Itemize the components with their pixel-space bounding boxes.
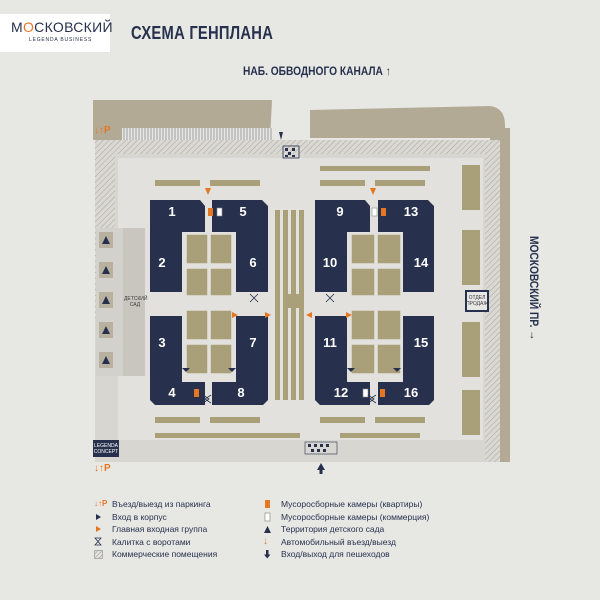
legenda-office: [93, 440, 119, 457]
pedestrian-icon: [263, 549, 277, 559]
sales-office-inner: [467, 292, 487, 310]
legend-item: Территория детского сада: [263, 523, 429, 536]
main-entrances: [205, 188, 376, 318]
building-number: 16: [403, 385, 419, 400]
page-title: СХЕМА ГЕНПЛАНА: [131, 23, 274, 43]
waste-chambers: [194, 207, 386, 398]
legend-item: Коммерческие помещения: [94, 548, 217, 561]
building-number: 6: [249, 255, 257, 270]
logo: МОСКОВСКИЙ LEGENDA BUSINESS: [0, 14, 113, 52]
building-number: 2: [158, 255, 166, 270]
commercial-icon: [94, 549, 108, 559]
building-number: 4: [168, 385, 176, 400]
main-entrance-icon: [94, 524, 108, 534]
green-strips: [155, 165, 480, 438]
perimeter-top: [95, 140, 500, 154]
building-number: 1: [168, 204, 176, 219]
street-label-top: НАБ. ОБВОДНОГО КАНАЛА ↑: [243, 64, 391, 78]
legend-item: ↓ Автомобильный въезд/выезд: [263, 535, 396, 547]
top-gate: [282, 145, 300, 159]
building-number: 13: [403, 204, 419, 219]
legend-left: ↓↑P Въезд/выезд из паркинга Вход в корпу…: [94, 498, 217, 561]
kindergarten-markers: [102, 236, 110, 364]
pedestrian-arrows: [279, 132, 325, 474]
legend-item: Главная входная группа: [94, 523, 217, 536]
building-number: 5: [239, 204, 247, 219]
buildings-left: [150, 200, 268, 405]
building-number: 9: [336, 204, 344, 219]
legend-item: Мусоросборные камеры (квартиры): [263, 498, 429, 511]
building-number: 7: [249, 335, 257, 350]
waste-apartments-icon: [263, 499, 277, 509]
building-number: 3: [158, 335, 166, 350]
car-entry-icon: ↓: [263, 535, 268, 547]
buildings-right: [315, 200, 434, 405]
north-arrow-icon: ↑: [385, 64, 391, 78]
parking-marker-bottom: ↓↑P: [94, 463, 111, 474]
logo-main: МОСКОВСКИЙ: [11, 19, 113, 35]
perimeter-right: [485, 140, 500, 462]
gate-icon: [94, 537, 108, 547]
kindergarten-yard: [123, 228, 145, 376]
building-number: 15: [413, 335, 429, 350]
building-number: 14: [413, 255, 429, 270]
building-entrances: [182, 226, 401, 372]
kindergarten-icon: [263, 524, 277, 534]
rail-top: [122, 128, 272, 140]
legend-right: Мусоросборные камеры (квартиры) Мусоросб…: [263, 498, 429, 561]
legend-item: Калитка с воротами: [94, 536, 217, 549]
logo-subtitle: LEGENDA BUSINESS: [29, 37, 93, 43]
parking-icon: ↓↑P: [94, 499, 108, 509]
top-gate-pattern: [285, 148, 295, 157]
entrance-triangle-icon: [94, 512, 108, 522]
road-top-right: [310, 106, 505, 138]
legend-item: Мусоросборные камеры (коммерция): [263, 511, 429, 524]
legend-item: ↓↑P Въезд/выезд из паркинга: [94, 499, 211, 510]
building-number: 11: [323, 335, 337, 350]
parking-marker-top: ↓↑P: [94, 125, 111, 136]
bottom-gate-pattern: [308, 444, 329, 452]
legend-item: Вход/выход для пешеходов: [263, 548, 429, 561]
bottom-gate: [304, 441, 338, 455]
building-number: 10: [322, 255, 338, 270]
legend-item: Вход в корпус: [94, 511, 217, 524]
building-number: 12: [333, 385, 349, 400]
building-number: 8: [237, 385, 245, 400]
waste-commerce-icon: [263, 512, 277, 522]
gates: [202, 293, 377, 404]
inner-greens: [185, 233, 402, 375]
